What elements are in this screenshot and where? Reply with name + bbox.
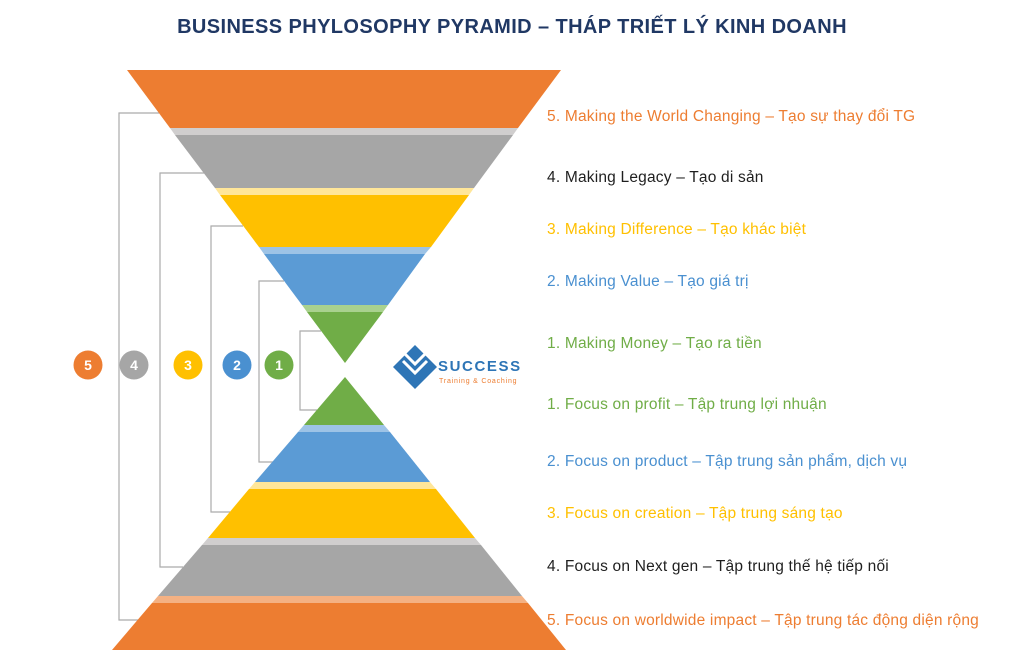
level-badge-5: 5 bbox=[73, 350, 103, 380]
label-focus-creation: 3. Focus on creation – Tập trung sáng tạ… bbox=[547, 505, 843, 522]
label-focus-product: 2. Focus on product – Tập trung sản phẩm… bbox=[547, 453, 908, 470]
bottom-band-orange bbox=[112, 603, 566, 650]
top-band-green bbox=[307, 312, 383, 363]
logo-chevron-1 bbox=[401, 359, 429, 376]
top-band-yellow bbox=[220, 195, 469, 247]
level-badge-3: 3 bbox=[173, 350, 203, 380]
level-badge-2: 2 bbox=[222, 350, 252, 380]
logo-chevron-2 bbox=[401, 350, 429, 367]
logo-diamond bbox=[393, 345, 437, 389]
label-focus-worldwide: 5. Focus on worldwide impact – Tập trung… bbox=[547, 612, 979, 629]
top-pyramid bbox=[127, 70, 561, 363]
level-badge-1: 1 bbox=[264, 350, 294, 380]
level-badge-4: 4 bbox=[119, 350, 149, 380]
bracket-level-1 bbox=[299, 330, 321, 411]
success-logo: SUCCESS Training & Coaching bbox=[393, 345, 522, 389]
level-badge-1-number: 1 bbox=[275, 357, 283, 373]
bracket-level-4 bbox=[159, 172, 204, 568]
top-band-yellow-bevel bbox=[215, 188, 474, 195]
label-making-money: 1. Making Money – Tạo ra tiền bbox=[547, 335, 762, 352]
bottom-band-gray bbox=[158, 545, 522, 596]
top-band-gray-bevel bbox=[170, 128, 518, 135]
level-badge-3-number: 3 bbox=[184, 357, 192, 373]
top-band-green-bevel bbox=[302, 305, 388, 312]
level-badge-4-circle bbox=[119, 350, 149, 380]
level-brackets bbox=[118, 112, 321, 621]
page-title: BUSINESS PHYLOSOPHY PYRAMID – THÁP TRIẾT… bbox=[177, 16, 847, 38]
bottom-band-gray-bevel bbox=[202, 538, 481, 545]
level-badge-3-circle bbox=[173, 350, 203, 380]
label-making-world-changing: 5. Making the World Changing – Tạo sự th… bbox=[547, 108, 916, 125]
label-making-difference: 3. Making Difference – Tạo khác biệt bbox=[547, 221, 807, 238]
bottom-band-orange-bevel bbox=[152, 596, 528, 603]
top-band-blue bbox=[264, 254, 425, 305]
bottom-band-blue-bevel bbox=[298, 425, 390, 432]
top-band-blue-bevel bbox=[259, 247, 431, 254]
bottom-band-green bbox=[304, 377, 384, 425]
bracket-level-5 bbox=[118, 112, 159, 621]
bracket-level-2 bbox=[258, 280, 284, 463]
logo-text: SUCCESS bbox=[438, 358, 522, 375]
label-making-legacy: 4. Making Legacy – Tạo di sản bbox=[547, 169, 764, 186]
logo-tagline: Training & Coaching bbox=[439, 378, 517, 385]
level-badge-2-circle bbox=[222, 350, 252, 380]
bottom-band-yellow-bevel bbox=[249, 482, 436, 489]
bracket-level-3 bbox=[210, 225, 243, 513]
label-focus-profit: 1. Focus on profit – Tập trung lợi nhuận bbox=[547, 396, 827, 413]
top-band-orange bbox=[127, 70, 561, 128]
bottom-pyramid bbox=[112, 377, 566, 650]
success-logo-mark bbox=[393, 345, 437, 389]
bottom-band-yellow bbox=[208, 489, 475, 538]
level-badge-5-number: 5 bbox=[84, 357, 92, 373]
level-badge-5-circle bbox=[73, 350, 103, 380]
level-badge-1-circle bbox=[264, 350, 294, 380]
level-badge-2-number: 2 bbox=[233, 357, 241, 373]
label-making-value: 2. Making Value – Tạo giá trị bbox=[547, 273, 749, 290]
label-focus-nextgen: 4. Focus on Next gen – Tập trung thế hệ … bbox=[547, 558, 889, 575]
bottom-band-blue bbox=[255, 432, 430, 482]
top-band-gray bbox=[175, 135, 513, 188]
level-badge-4-number: 4 bbox=[130, 357, 138, 373]
